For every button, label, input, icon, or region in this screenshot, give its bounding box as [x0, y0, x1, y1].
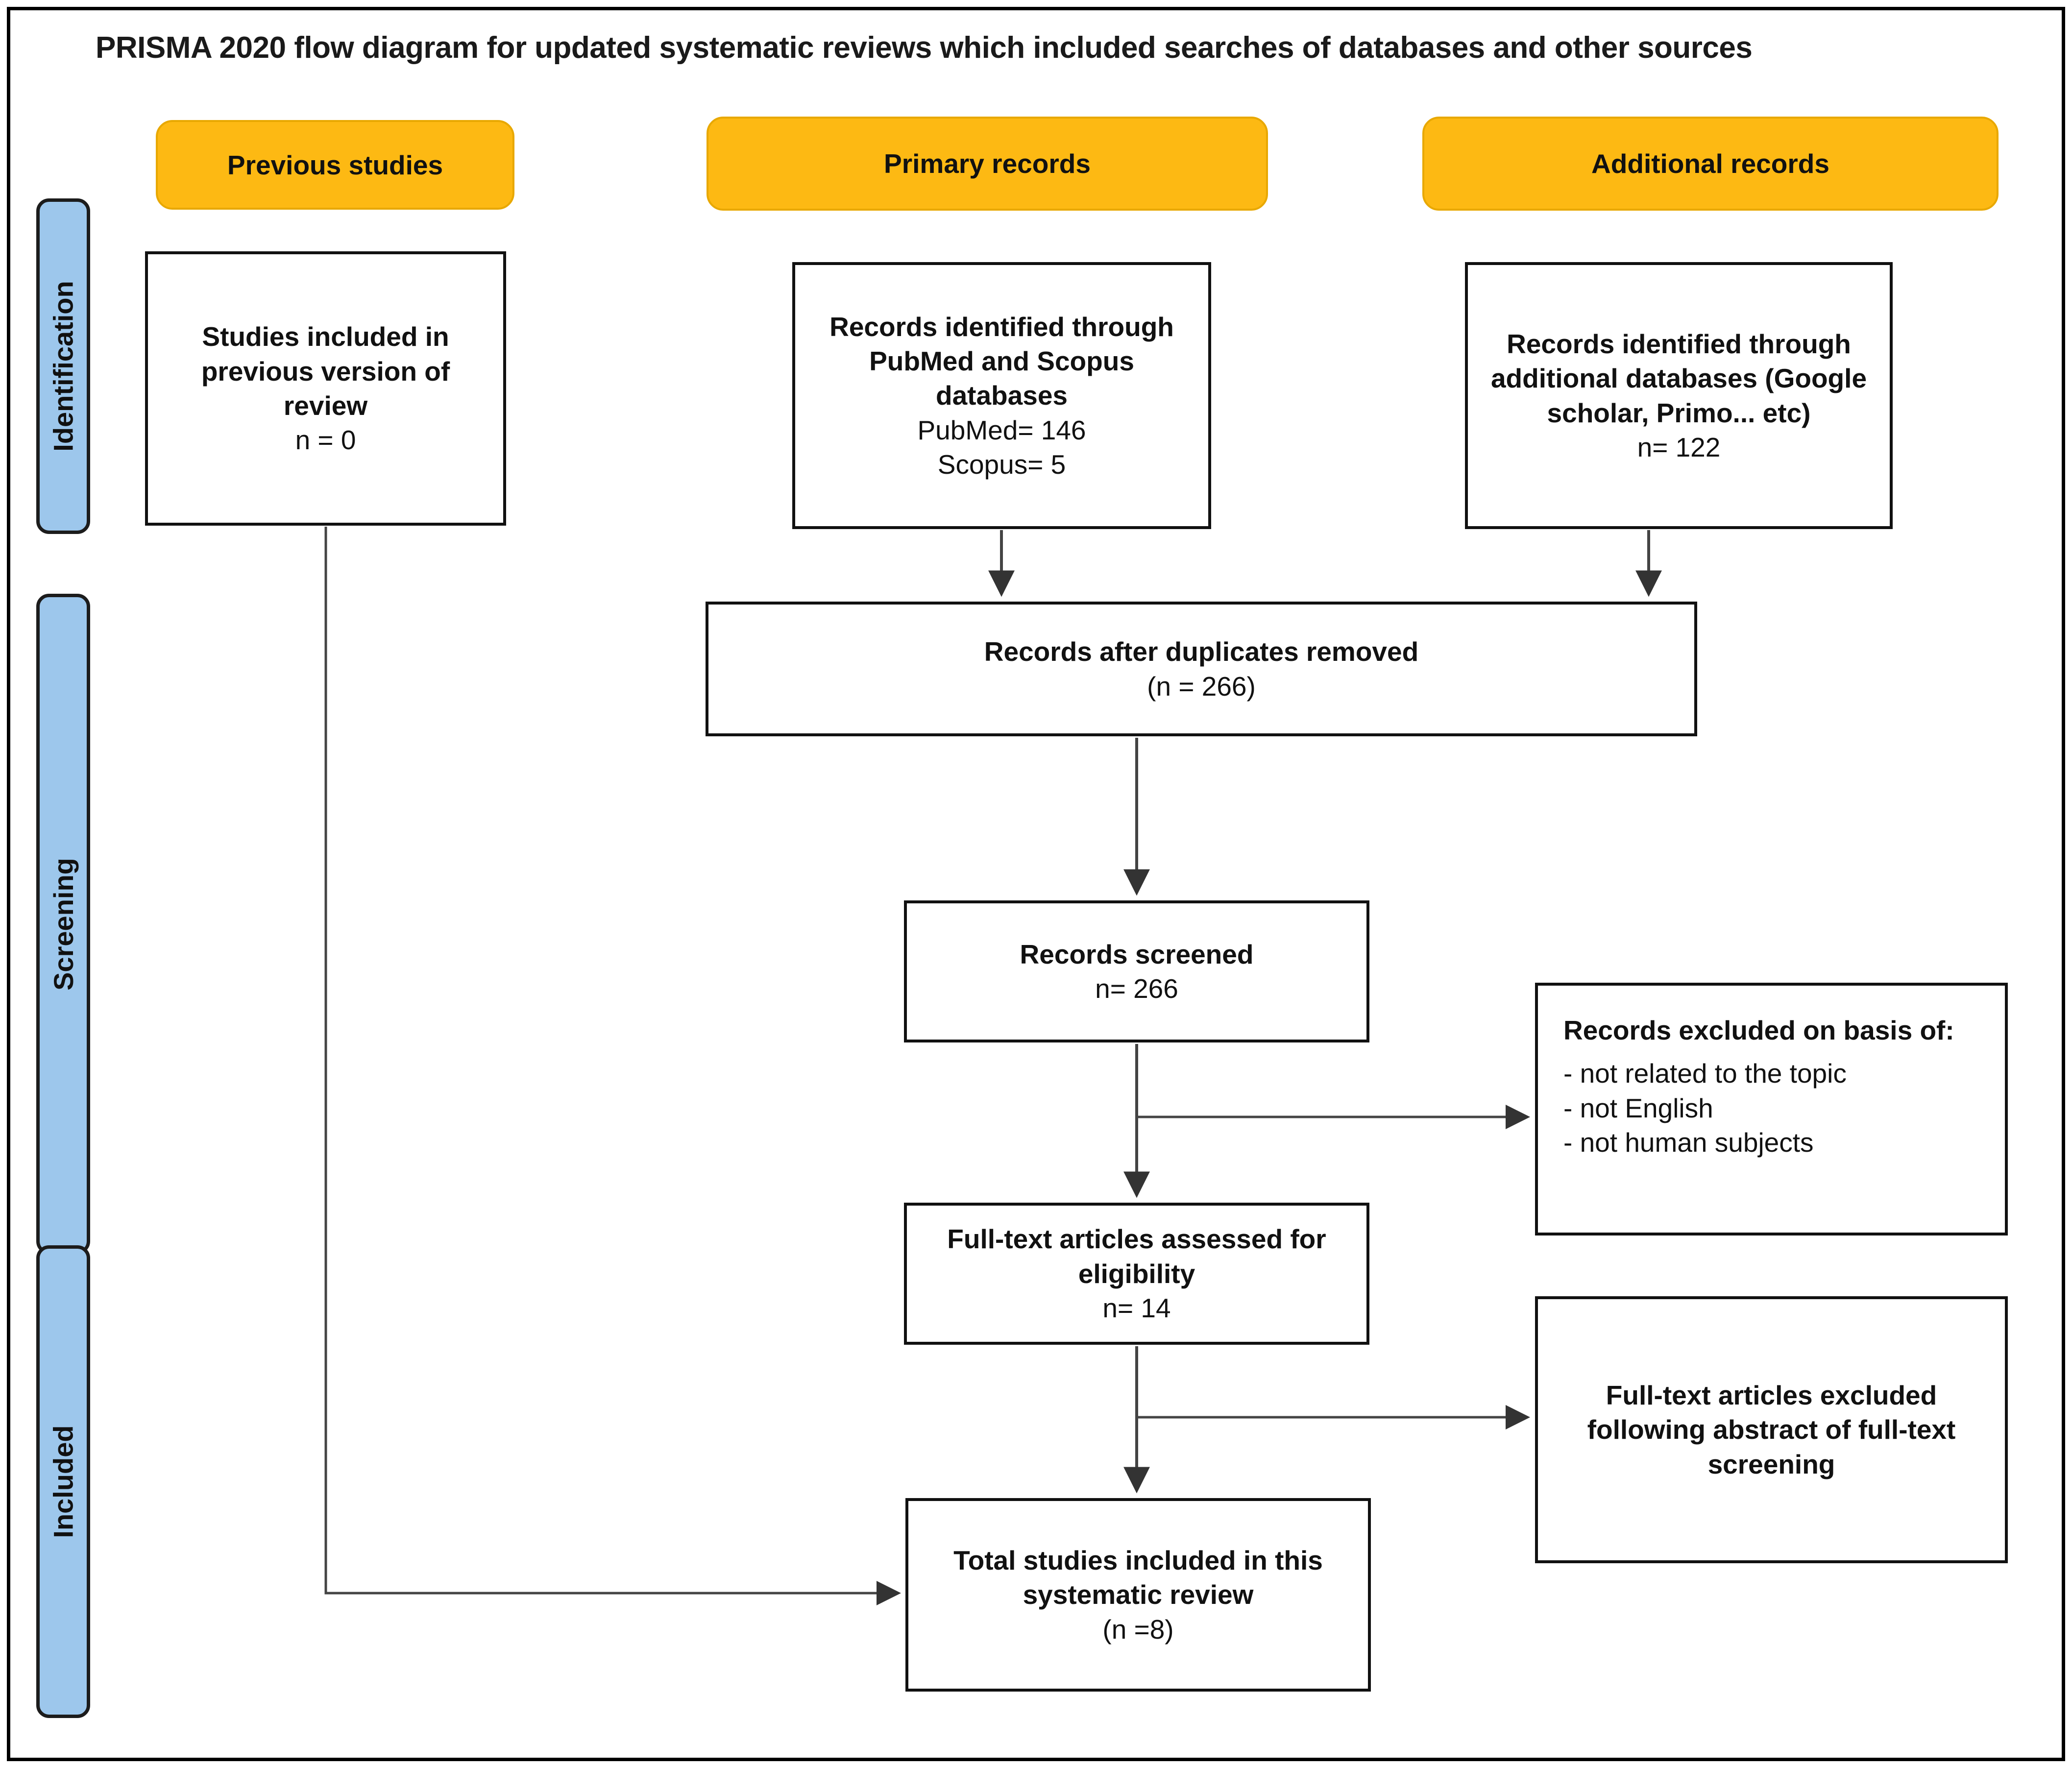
node-fulltext-excluded-title: Full-text articles excluded following ab… [1587, 1380, 1956, 1479]
node-records-excluded-title: Records excluded on basis of: [1563, 1015, 1954, 1045]
stage-label-screening-text: Screening [48, 857, 79, 991]
header-additional-records-label: Additional records [1591, 148, 1829, 179]
node-records-screened-title: Records screened [1020, 939, 1254, 969]
node-additional-records-count: n= 122 [1637, 432, 1721, 462]
stage-label-included: Included [36, 1245, 90, 1718]
node-additional-records-title: Records identified through additional da… [1490, 328, 1867, 428]
node-total-included-title: Total studies included in this systemati… [953, 1545, 1323, 1610]
node-records-excluded: Records excluded on basis of: - not rela… [1535, 983, 2008, 1235]
node-fulltext-excluded: Full-text articles excluded following ab… [1535, 1296, 2008, 1563]
header-previous-studies-label: Previous studies [227, 149, 443, 180]
node-records-screened-count: n= 266 [1095, 973, 1178, 1004]
node-duplicates-removed-title: Records after duplicates removed [984, 636, 1419, 667]
stage-label-screening: Screening [36, 594, 90, 1254]
figure-border [7, 7, 2065, 1761]
header-additional-records: Additional records [1422, 117, 1999, 211]
node-duplicates-removed: Records after duplicates removed (n = 26… [706, 602, 1697, 736]
header-primary-records: Primary records [707, 117, 1268, 211]
node-records-excluded-reason-1: - not related to the topic [1563, 1058, 1847, 1089]
node-primary-records: Records identified through PubMed and Sc… [792, 262, 1211, 529]
node-primary-records-pubmed: PubMed= 146 [917, 414, 1086, 445]
node-previous-studies-title: Studies included in previous version of … [201, 321, 450, 421]
node-primary-records-title: Records identified through PubMed and Sc… [829, 311, 1174, 411]
header-previous-studies: Previous studies [156, 120, 514, 210]
stage-label-identification: Identification [36, 198, 90, 534]
node-total-included-count: (n =8) [1102, 1614, 1174, 1645]
node-previous-studies-count: n = 0 [295, 425, 356, 456]
node-records-excluded-reason-2: - not English [1563, 1092, 1713, 1123]
node-duplicates-removed-count: (n = 266) [1147, 671, 1256, 702]
node-fulltext-assessed-title: Full-text articles assessed for eligibil… [947, 1224, 1326, 1289]
node-records-screened: Records screened n= 266 [904, 900, 1369, 1042]
node-fulltext-assessed: Full-text articles assessed for eligibil… [904, 1203, 1369, 1345]
header-primary-records-label: Primary records [884, 148, 1091, 179]
node-total-included: Total studies included in this systemati… [905, 1498, 1371, 1692]
node-additional-records: Records identified through additional da… [1465, 262, 1893, 529]
stage-label-identification-text: Identification [48, 281, 79, 452]
page-title: PRISMA 2020 flow diagram for updated sys… [96, 31, 1753, 65]
node-fulltext-assessed-count: n= 14 [1102, 1293, 1171, 1324]
stage-label-included-text: Included [48, 1425, 79, 1538]
node-primary-records-scopus: Scopus= 5 [937, 449, 1066, 480]
node-previous-studies: Studies included in previous version of … [145, 251, 506, 526]
node-records-excluded-reason-3: - not human subjects [1563, 1127, 1814, 1158]
